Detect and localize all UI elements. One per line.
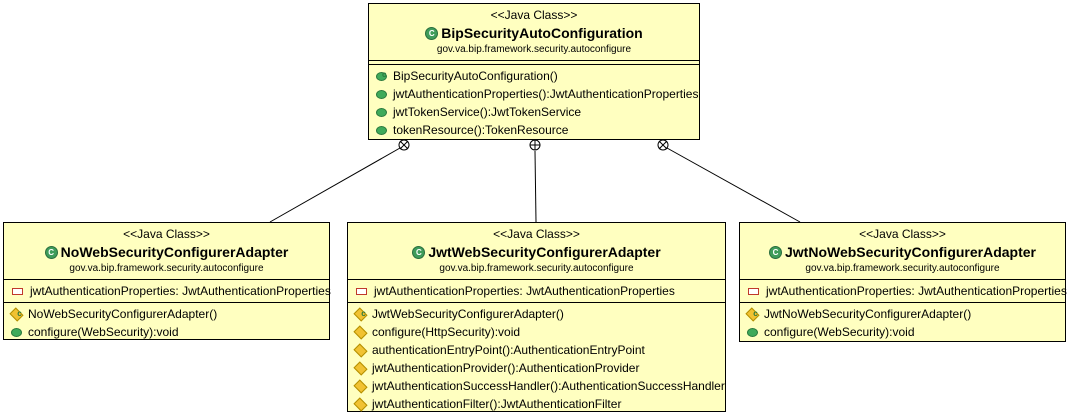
class-icon: C xyxy=(44,246,58,259)
private-visibility-icon xyxy=(356,287,367,295)
attributes-section: jwtAuthenticationProperties: JwtAuthenti… xyxy=(4,280,331,303)
method-row[interactable]: authenticationEntryPoint():Authenticatio… xyxy=(353,341,725,359)
methods-section: c BipSecurityAutoConfiguration() jwtAuthen… xyxy=(369,65,699,141)
class-name: JwtNoWebSecurityConfigurerAdapter xyxy=(785,244,1036,260)
member-signature: JwtNoWebSecurityConfigurerAdapter() xyxy=(764,307,972,321)
stereotype-label: <<Java Class>> xyxy=(123,227,210,241)
member-signature: jwtAuthenticationProperties: JwtAuthenti… xyxy=(374,284,675,298)
member-signature: jwtAuthenticationProperties():JwtAuthent… xyxy=(393,87,699,101)
member-signature: jwtAuthenticationProperties: JwtAuthenti… xyxy=(766,284,1067,298)
member-signature: JwtWebSecurityConfigurerAdapter() xyxy=(372,307,564,321)
class-icon: C xyxy=(769,246,782,259)
class-name: BipSecurityAutoConfiguration xyxy=(441,25,643,41)
method-row[interactable]: tokenResource():TokenResource xyxy=(375,121,699,139)
class-header: <<Java Class>> C JwtWebSecurityConfigure… xyxy=(348,223,725,280)
member-signature: configure(HttpSecurity):void xyxy=(372,325,521,339)
class-header: <<Java Class>> C NoWebSecurityConfigurer… xyxy=(4,223,329,280)
attribute-row[interactable]: jwtAuthenticationProperties: JwtAuthenti… xyxy=(354,282,725,300)
methods-section: c JwtWebSecurityConfigurerAdapter() config… xyxy=(348,303,725,415)
package-label: gov.va.bip.framework.security.autoconfig… xyxy=(436,44,632,55)
package-label: gov.va.bip.framework.security.autoconfig… xyxy=(805,263,1000,274)
package-label: gov.va.bip.framework.security.autoconfig… xyxy=(69,263,264,274)
class-jwt-web-security-configurer-adapter[interactable]: <<Java Class>> C JwtWebSecurityConfigure… xyxy=(347,222,726,412)
public-visibility-icon xyxy=(376,107,387,117)
protected-visibility-icon xyxy=(353,360,368,376)
method-row[interactable]: configure(WebSecurity):void xyxy=(746,323,1065,341)
stereotype-label: <<Java Class>> xyxy=(859,227,946,241)
public-visibility-icon xyxy=(11,327,22,337)
class-name: JwtWebSecurityConfigurerAdapter xyxy=(428,244,661,260)
method-row[interactable]: jwtAuthenticationSuccessHandler():Authen… xyxy=(353,377,725,395)
class-icon: C xyxy=(425,27,439,40)
private-visibility-icon xyxy=(748,287,759,295)
stereotype-label: <<Java Class>> xyxy=(490,8,578,22)
protected-visibility-icon xyxy=(353,342,368,358)
constructor-icon: c xyxy=(353,306,368,322)
methods-section: c NoWebSecurityConfigurerAdapter() configu… xyxy=(4,303,329,343)
method-row[interactable]: configure(WebSecurity):void xyxy=(10,323,329,341)
attribute-row[interactable]: jwtAuthenticationProperties: JwtAuthenti… xyxy=(10,282,331,300)
method-row[interactable]: jwtAuthenticationFilter():JwtAuthenticat… xyxy=(353,395,725,413)
method-row[interactable]: c BipSecurityAutoConfiguration() xyxy=(375,67,699,85)
member-signature: jwtAuthenticationProperties: JwtAuthenti… xyxy=(30,284,331,298)
constructor-icon: c xyxy=(376,70,387,81)
public-visibility-icon xyxy=(747,327,758,337)
class-icon: C xyxy=(412,246,426,259)
constructor-icon: c xyxy=(745,306,760,322)
member-signature: jwtAuthenticationProvider():Authenticati… xyxy=(372,361,640,375)
private-visibility-icon xyxy=(12,287,23,295)
class-no-web-security-configurer-adapter[interactable]: <<Java Class>> C NoWebSecurityConfigurer… xyxy=(3,222,331,343)
member-signature: jwtTokenService():JwtTokenService xyxy=(393,105,582,119)
member-signature: configure(WebSecurity):void xyxy=(764,325,915,339)
attribute-row[interactable]: jwtAuthenticationProperties: JwtAuthenti… xyxy=(746,282,1067,300)
class-name: NoWebSecurityConfigurerAdapter xyxy=(60,244,289,260)
package-label: gov.va.bip.framework.security.autoconfig… xyxy=(439,263,634,274)
class-bip-security-auto-configuration[interactable]: <<Java Class>> C BipSecurityAutoConfigur… xyxy=(368,3,700,140)
public-visibility-icon xyxy=(376,89,387,99)
member-signature: jwtAuthenticationFilter():JwtAuthenticat… xyxy=(372,397,622,411)
member-signature: configure(WebSecurity):void xyxy=(28,325,179,339)
connector-to-right xyxy=(657,139,801,223)
protected-visibility-icon xyxy=(353,396,368,412)
method-row[interactable]: configure(HttpSecurity):void xyxy=(353,323,725,341)
member-signature: jwtAuthenticationSuccessHandler():Authen… xyxy=(372,379,725,393)
method-row[interactable]: jwtAuthenticationProvider():Authenticati… xyxy=(353,359,725,377)
method-row[interactable]: c JwtWebSecurityConfigurerAdapter() xyxy=(353,305,725,323)
attributes-section: jwtAuthenticationProperties: JwtAuthenti… xyxy=(740,280,1067,303)
method-row[interactable]: c JwtNoWebSecurityConfigurerAdapter() xyxy=(745,305,1065,323)
attributes-separator xyxy=(369,60,699,65)
stereotype-label: <<Java Class>> xyxy=(493,227,580,241)
member-signature: authenticationEntryPoint():Authenticatio… xyxy=(372,343,645,357)
member-signature: NoWebSecurityConfigurerAdapter() xyxy=(28,307,218,321)
method-row[interactable]: jwtTokenService():JwtTokenService xyxy=(375,103,699,121)
attributes-section: jwtAuthenticationProperties: JwtAuthenti… xyxy=(348,280,725,303)
methods-section: c JwtNoWebSecurityConfigurerAdapter() conf… xyxy=(740,303,1065,343)
constructor-icon: c xyxy=(9,306,24,322)
connector-to-middle xyxy=(529,139,541,223)
protected-visibility-icon xyxy=(353,378,368,394)
class-header: <<Java Class>> C JwtNoWebSecurityConfigu… xyxy=(740,223,1065,280)
connector-to-left xyxy=(269,139,410,223)
public-visibility-icon xyxy=(376,125,387,135)
class-jwt-no-web-security-configurer-adapter[interactable]: <<Java Class>> C JwtNoWebSecurityConfigu… xyxy=(739,222,1067,343)
protected-visibility-icon xyxy=(353,324,368,340)
method-row[interactable]: c NoWebSecurityConfigurerAdapter() xyxy=(9,305,329,323)
member-signature: BipSecurityAutoConfiguration() xyxy=(393,69,558,83)
member-signature: tokenResource():TokenResource xyxy=(393,123,569,137)
class-header: <<Java Class>> C BipSecurityAutoConfigur… xyxy=(369,4,699,58)
method-row[interactable]: jwtAuthenticationProperties():JwtAuthent… xyxy=(375,85,699,103)
